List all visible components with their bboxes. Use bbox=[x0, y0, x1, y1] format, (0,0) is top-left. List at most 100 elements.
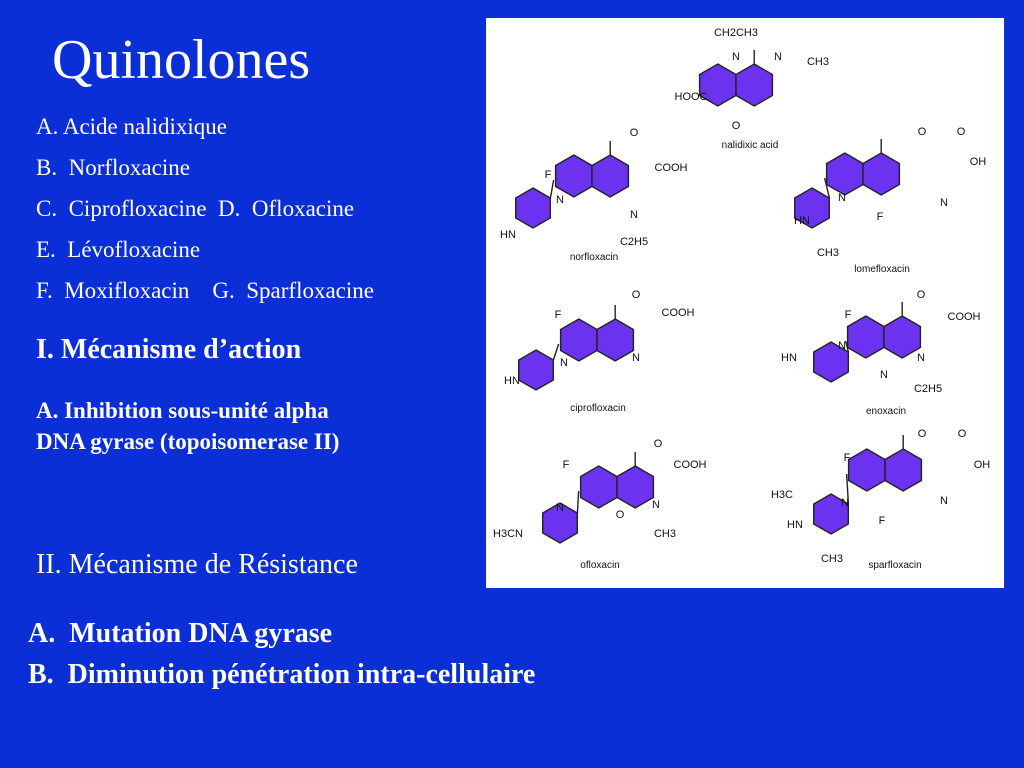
ring bbox=[825, 152, 864, 196]
structure-text: CH3 bbox=[817, 247, 839, 259]
piperazine-ring bbox=[515, 187, 552, 229]
structure-text: COOH bbox=[674, 459, 707, 471]
structure-text: N bbox=[838, 340, 846, 352]
structure-text: norfloxacin bbox=[570, 252, 618, 263]
structure-text: N bbox=[940, 495, 948, 507]
structure-text: F bbox=[545, 169, 552, 181]
resistance-item: B. Diminution pénétration intra-cellulai… bbox=[28, 659, 536, 690]
structure-text: O bbox=[918, 428, 927, 440]
structure-text: ciprofloxacin bbox=[570, 403, 626, 414]
mechanism-heading: I. Mécanisme d’action bbox=[36, 334, 302, 365]
ring bbox=[862, 152, 901, 196]
ring bbox=[846, 315, 885, 359]
structure-text: N bbox=[632, 352, 640, 364]
structure-text: F bbox=[563, 459, 570, 471]
structure-text: OH bbox=[974, 459, 991, 471]
structure-text: COOH bbox=[655, 162, 688, 174]
structure-text: nalidixic acid bbox=[722, 140, 779, 151]
mechanism-point: DNA gyrase (topoisomerase II) bbox=[36, 429, 340, 454]
structure-text: O bbox=[957, 126, 966, 138]
structure-text: HOOC bbox=[675, 91, 708, 103]
structure-text: H3C bbox=[771, 489, 793, 501]
structure-text: COOH bbox=[948, 311, 981, 323]
bond bbox=[845, 473, 850, 505]
structure-text: F bbox=[555, 309, 562, 321]
structure-text: N bbox=[630, 209, 638, 221]
structure-text: COOH bbox=[662, 307, 695, 319]
structure-text: N bbox=[880, 369, 888, 381]
structure-text: O bbox=[917, 289, 926, 301]
mechanism-points: A. Inhibition sous-unité alpha DNA gyras… bbox=[36, 395, 339, 457]
structure-text: HN bbox=[504, 375, 520, 387]
ring bbox=[884, 448, 923, 492]
piperazine-ring bbox=[542, 502, 579, 544]
structure-text: N bbox=[841, 497, 849, 509]
ring bbox=[579, 465, 618, 509]
structure-text: N bbox=[560, 357, 568, 369]
structure-text: O bbox=[958, 428, 967, 440]
structure-text: HN bbox=[781, 352, 797, 364]
structure-text: OH bbox=[970, 156, 987, 168]
ring bbox=[735, 63, 774, 107]
structure-text: N bbox=[838, 192, 846, 204]
ring bbox=[847, 448, 886, 492]
drug-item: B. Norfloxacine bbox=[36, 155, 190, 180]
bond bbox=[552, 343, 560, 361]
ring bbox=[616, 465, 655, 509]
drug-item: F. Moxifloxacin G. Sparfloxacine bbox=[36, 278, 374, 303]
structure-text: H3CN bbox=[493, 528, 523, 540]
structure-text: N bbox=[940, 197, 948, 209]
structure-text: O bbox=[918, 126, 927, 138]
bond bbox=[549, 179, 555, 199]
structure-text: F bbox=[879, 515, 886, 527]
structure-text: F bbox=[844, 452, 851, 464]
ring bbox=[883, 315, 922, 359]
structure-text: N bbox=[556, 194, 564, 206]
structure-text: CH3 bbox=[807, 56, 829, 68]
drug-item: C. Ciprofloxacine D. Ofloxacine bbox=[36, 196, 355, 221]
structure-text: HN bbox=[500, 229, 516, 241]
structure-text: N bbox=[774, 51, 782, 63]
structure-text: ofloxacin bbox=[580, 560, 619, 571]
drug-item: A. Acide nalidixique bbox=[36, 114, 227, 139]
drug-item: E. Lévofloxacine bbox=[36, 237, 201, 262]
structure-text: CH3 bbox=[654, 528, 676, 540]
structure-text: HN bbox=[794, 215, 810, 227]
ring bbox=[596, 318, 635, 362]
structure-text: O bbox=[654, 438, 663, 450]
structure-text: N bbox=[732, 51, 740, 63]
structure-text: O bbox=[732, 120, 741, 132]
ring bbox=[554, 154, 593, 198]
piperazine-ring bbox=[518, 349, 555, 391]
structure-text: CH2CH3 bbox=[714, 27, 758, 39]
resistance-list: A. Mutation DNA gyrase B. Diminution pén… bbox=[28, 615, 535, 697]
bond bbox=[844, 340, 850, 353]
structure-text: F bbox=[877, 211, 884, 223]
bond bbox=[576, 490, 580, 514]
structure-text: C2H5 bbox=[914, 383, 942, 395]
structure-text: O bbox=[632, 289, 641, 301]
structure-text: N bbox=[917, 352, 925, 364]
structure-text: F bbox=[845, 309, 852, 321]
bond bbox=[823, 177, 831, 199]
mechanism-point: A. Inhibition sous-unité alpha bbox=[36, 398, 329, 423]
ring bbox=[591, 154, 630, 198]
structure-text: O bbox=[630, 127, 639, 139]
structure-text: N bbox=[652, 499, 660, 511]
ring bbox=[559, 318, 598, 362]
structure-text: N bbox=[556, 502, 564, 514]
resistance-heading: II. Mécanisme de Résistance bbox=[36, 549, 358, 580]
structure-text: C2H5 bbox=[620, 236, 648, 248]
resistance-item: A. Mutation DNA gyrase bbox=[28, 618, 333, 649]
drug-list: A. Acide nalidixique B. Norfloxacine C. … bbox=[36, 112, 374, 317]
structure-text: CH3 bbox=[821, 553, 843, 565]
